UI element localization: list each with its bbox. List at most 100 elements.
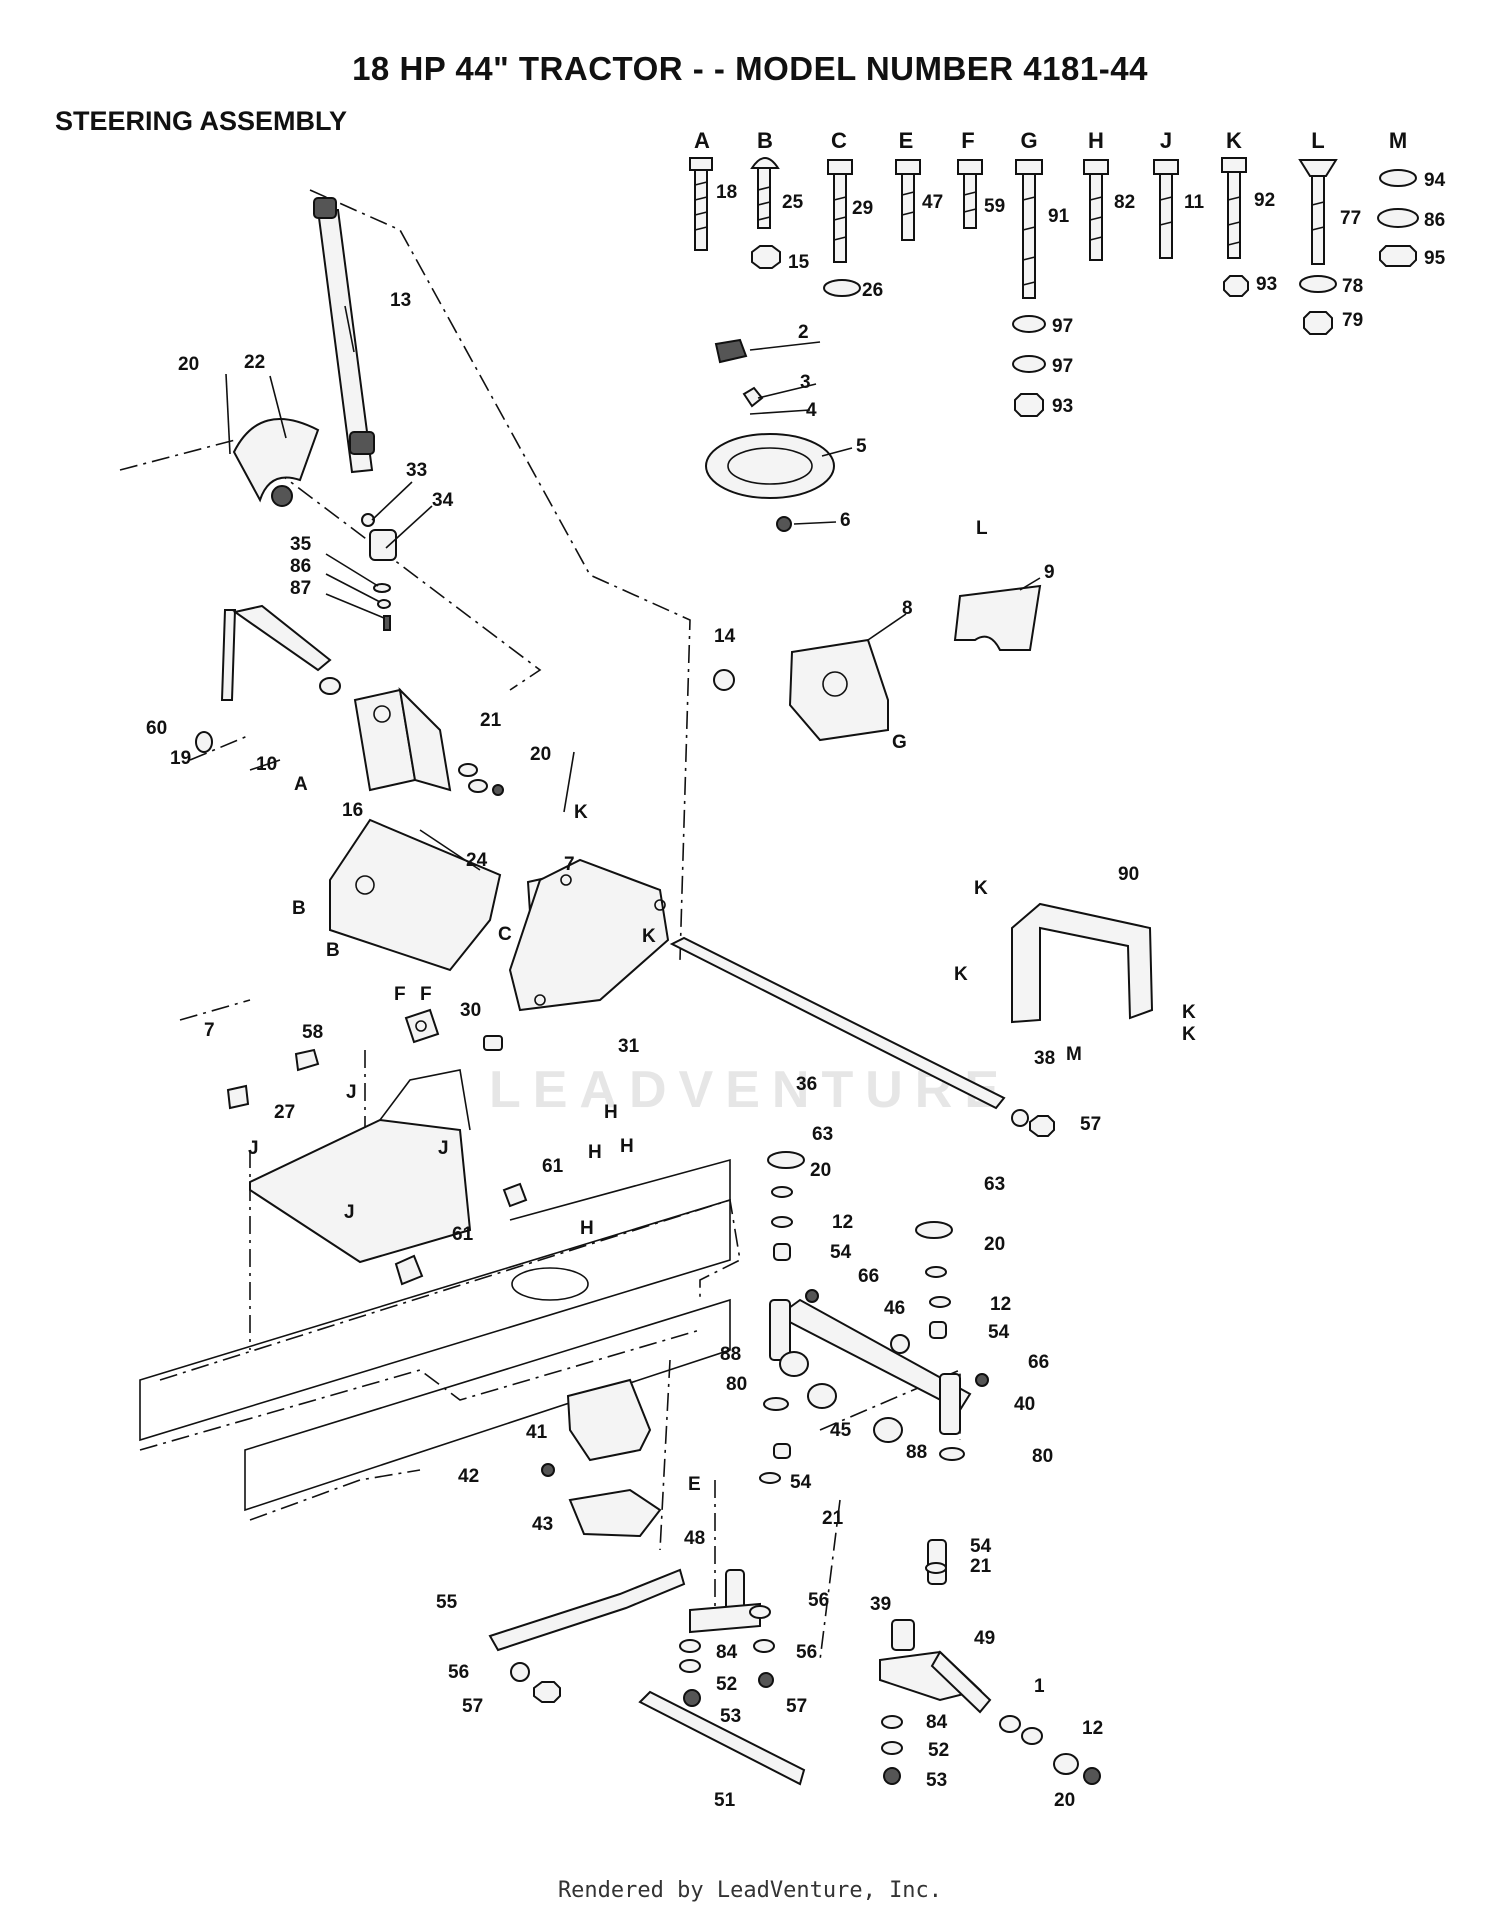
callout-number: 78 [1342,276,1363,297]
callout-number: 43 [532,1514,553,1535]
callout-number: 12 [1082,1718,1103,1739]
callout-number: 8 [902,598,913,619]
callout-number: 80 [726,1374,747,1395]
callout-number: 88 [720,1344,741,1365]
tie-rod-55 [488,1568,686,1703]
shift-lever-19 [195,604,341,753]
callout-number: 54 [830,1242,852,1263]
callout-number: 35 [290,534,312,555]
callout-number: 20 [1054,1790,1075,1811]
callout-number: 33 [406,460,427,481]
bolt-a-icon [689,157,713,251]
spindle-left-48 [689,1443,791,1634]
ref-letter: K [1182,1024,1196,1045]
ref-letter: B [292,898,306,919]
axle-bushings [763,1351,965,1461]
callout-number: 11 [1184,192,1205,213]
callout-number: 56 [808,1590,829,1611]
callout-number: 55 [436,1592,458,1613]
ref-letter: A [294,774,308,795]
callout-number: 20 [530,744,551,765]
part-callouts: 2 3 4 5 6 8 9 14 13 20 22 33 34 35 86 87… [146,290,1139,1811]
hardware-letter: K [1226,128,1242,153]
callout-number: 16 [342,800,363,821]
bolt-c-icon [823,159,861,297]
callout-number: 48 [684,1528,705,1549]
hardware-letter: A [694,128,710,153]
footer-credit: Rendered by LeadVenture, Inc. [557,1878,943,1903]
callout-number: 61 [542,1156,564,1177]
bracket-16 [353,687,504,796]
callout-number: 46 [884,1298,905,1319]
callout-number: 86 [1424,210,1445,231]
callout-number: 49 [974,1628,995,1649]
callout-number: 91 [1048,206,1070,227]
hardware-letter: J [1160,128,1172,153]
pinion-and-coupler [361,513,397,631]
leader-lines [225,305,1041,871]
callout-number: 58 [302,1022,323,1043]
callout-number: 1 [1034,1676,1045,1697]
drag-link-51 [638,1690,806,1786]
bolt-j-icon [1153,159,1179,259]
callout-number: 77 [1340,208,1361,229]
ref-letter: E [688,1474,701,1495]
hardware-letter: M [1389,128,1407,153]
hardware-letter: L [1311,128,1324,153]
ref-letter: K [954,964,968,985]
callout-number: 61 [452,1224,474,1245]
callout-number: 5 [856,436,867,457]
callout-number: 4 [806,400,817,421]
callout-number: 12 [990,1294,1011,1315]
callout-number: 19 [170,748,191,769]
callout-number: 54 [988,1322,1010,1343]
callout-number: 22 [244,352,265,373]
callout-number: 29 [852,198,873,219]
callout-number: 15 [788,252,810,273]
callout-number: 24 [466,850,488,871]
callout-number: 63 [812,1124,833,1145]
callout-number: 12 [832,1212,853,1233]
section-title: STEERING ASSEMBLY [55,106,348,136]
ref-letter: H [580,1218,594,1239]
callout-number: 2 [798,322,809,343]
callout-number: 3 [800,372,811,393]
callout-number: 57 [786,1696,807,1717]
callout-number: 9 [1044,562,1055,583]
watermark: LEADVENTURE [488,1061,1012,1119]
callout-number: 25 [782,192,804,213]
carriage-bolt-b-icon [750,157,781,269]
callout-number: 7 [204,1020,215,1041]
clip-61 [394,1182,528,1286]
hardware-letter: B [757,128,773,153]
ref-letter: K [974,878,988,899]
callout-number: 63 [984,1174,1005,1195]
callout-number: 51 [714,1790,736,1811]
callout-number: 20 [810,1160,831,1181]
ref-letter: J [248,1138,259,1159]
callout-number: 94 [1424,170,1446,191]
callout-number: 95 [1424,248,1446,269]
page-title: 18 HP 44" TRACTOR - - MODEL NUMBER 4181-… [352,50,1148,87]
hardware-letter: C [831,128,847,153]
spindle-washers-left [679,1605,775,1707]
callout-number: 20 [178,354,199,375]
hardware-letter: H [1088,128,1104,153]
bolt-f-icon [957,159,983,229]
steering-wheel [705,338,835,532]
callout-number: 53 [720,1706,741,1727]
callout-number: 60 [146,718,167,739]
callout-number: 66 [1028,1352,1049,1373]
spacer-14 [713,669,735,691]
callout-number: 7 [564,854,575,875]
callout-number: 90 [1118,864,1139,885]
callout-number: 52 [716,1674,737,1695]
callout-number: 88 [906,1442,927,1463]
wheel-hardware-1 [999,1715,1101,1785]
steering-sector-gear [232,418,320,507]
bolt-e-icon [895,159,921,241]
callout-number: 38 [1034,1048,1055,1069]
callout-number: 57 [462,1696,483,1717]
steering-plate-31 [508,858,670,1012]
